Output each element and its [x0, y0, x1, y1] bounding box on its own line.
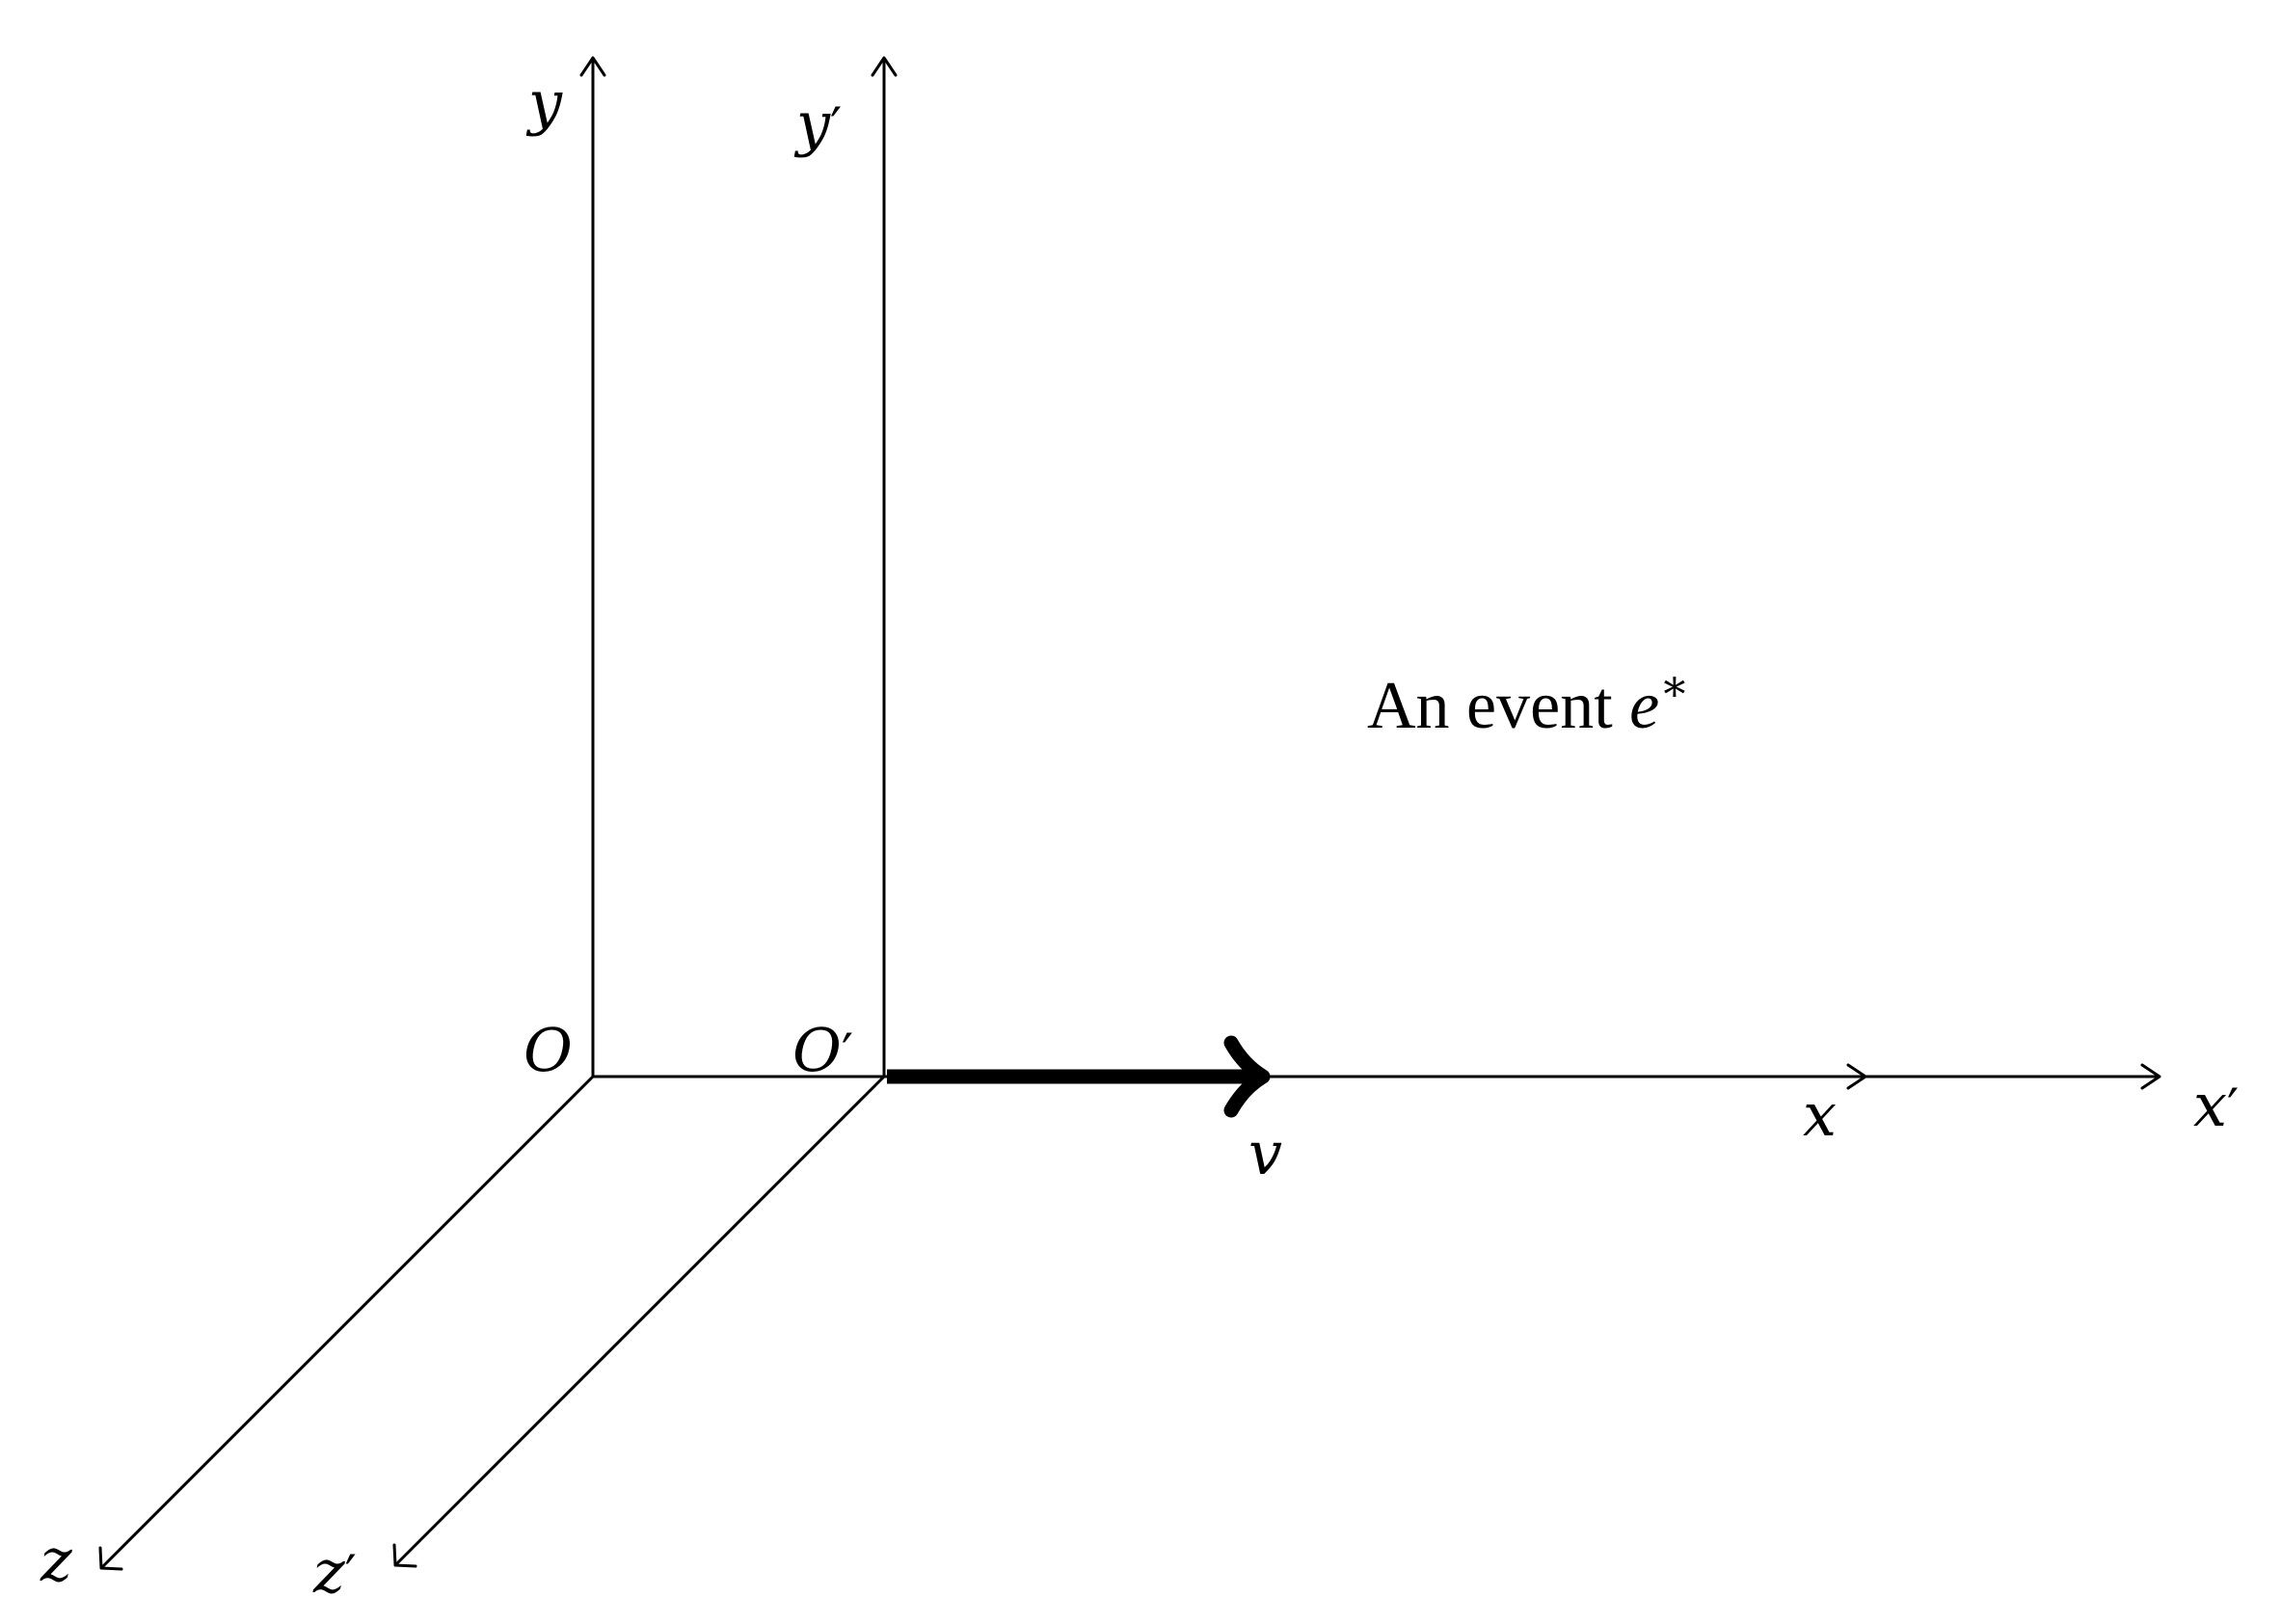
velocity-arrow	[887, 1035, 1271, 1118]
origin-label: O	[523, 1015, 573, 1085]
z-axis	[99, 1075, 595, 1570]
x-prime-axis-label: x′	[2193, 1070, 2239, 1140]
velocity-label: v	[1248, 1118, 1282, 1188]
frame-s-prime	[392, 56, 2161, 1568]
x-prime-axis-arrowhead	[2140, 1063, 2161, 1090]
origin-prime-label: O′	[792, 1015, 853, 1085]
z-prime-axis	[393, 1075, 886, 1567]
event-label: An event e∗	[1367, 661, 1689, 743]
z-prime-axis-label: z′	[312, 1536, 357, 1607]
y-axis-label: y	[525, 67, 563, 138]
x-axis-label: x	[1803, 1079, 1837, 1150]
z-prime-axis-arrowhead	[392, 1543, 417, 1568]
frame-s	[98, 56, 1867, 1571]
event-superscript: ∗	[1659, 661, 1689, 710]
y-axis-arrowhead	[579, 56, 606, 77]
velocity-arrowhead	[1223, 1035, 1271, 1118]
z-axis-label: z	[40, 1525, 72, 1595]
event-label-prefix: An event	[1367, 669, 1629, 743]
y-prime-axis-label: y′	[793, 89, 842, 159]
z-axis-arrowhead	[98, 1546, 123, 1571]
y-prime-axis-arrowhead	[871, 56, 898, 77]
event-symbol: e	[1629, 669, 1659, 743]
